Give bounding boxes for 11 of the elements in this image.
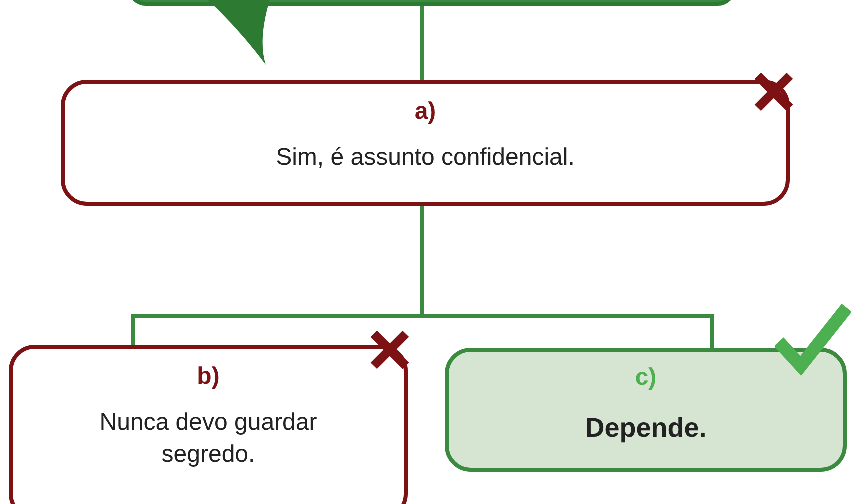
option-letter: c) (635, 364, 657, 392)
answer-text: Depende. (585, 412, 707, 445)
option-letter: b) (197, 363, 220, 391)
connector-line (420, 206, 714, 348)
option-letter: a) (414, 98, 436, 126)
answer-box (445, 348, 847, 472)
answer-box (61, 80, 790, 206)
answer-text: Nunca devo guardar segredo. (98, 408, 318, 470)
connector-line (420, 6, 424, 80)
answer-box (9, 345, 408, 504)
answer-text: Sim, é assunto confidencial. (276, 143, 575, 173)
